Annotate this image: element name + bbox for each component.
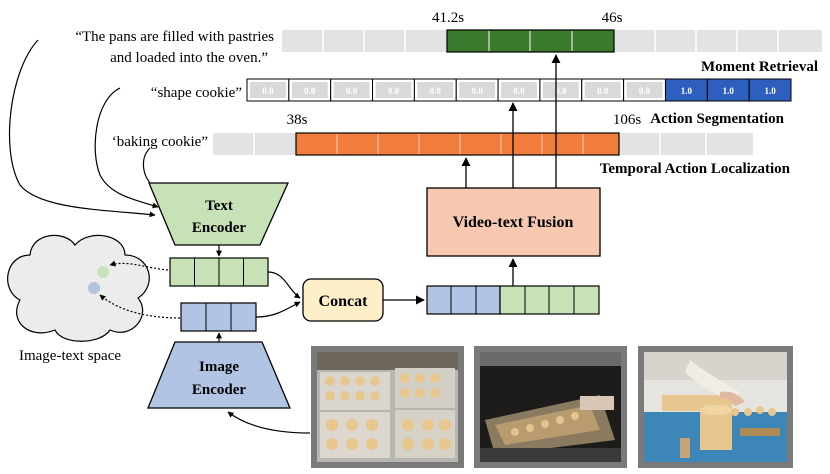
action-segmentation-track: 0.0 0.0 0.0 0.0 0.0 0.0 0.0 0.0 0.0 0.0 1.0 1.0 1.0	[246, 78, 792, 102]
concatenated-feature-vector	[426, 285, 600, 315]
image-text-space-cloud	[7, 234, 150, 342]
segmentation-cell-fill	[375, 82, 412, 98]
segmentation-cell-fill	[417, 82, 454, 98]
segmentation-query: “shape cookie”	[151, 85, 242, 101]
embedding-projection-arrows	[99, 260, 181, 319]
segmentation-cell	[748, 78, 792, 102]
segmentation-score: 0.0	[430, 86, 442, 96]
image-text-space-label: Image-text space	[19, 348, 121, 364]
segmentation-score: 0.0	[472, 86, 484, 96]
tal-label: Temporal Action Localization	[600, 161, 791, 177]
moment-start-time: 41.2s	[432, 10, 464, 26]
text-encoder-title: Text	[205, 198, 233, 214]
query-to-encoder-arrows	[8, 39, 166, 218]
segmentation-cell-fill	[626, 82, 663, 98]
fusion-label: Video-text Fusion	[453, 214, 574, 231]
segmentation-score: 0.0	[513, 86, 525, 96]
segmentation-score: 0.0	[346, 86, 358, 96]
video-frame-1	[311, 346, 464, 468]
video-frame-2	[474, 346, 627, 468]
video-frame-3	[638, 346, 793, 468]
segmentation-cell-fill	[584, 82, 621, 98]
moment-query-line2: and loaded into the oven.”	[110, 50, 268, 66]
segmentation-cell-fill	[250, 82, 286, 98]
fusion-output-arrows	[461, 54, 561, 188]
tal-query: ‘baking cookie”	[112, 134, 208, 150]
concat-label: Concat	[319, 293, 369, 310]
moment-end-time: 46s	[602, 10, 623, 26]
segmentation-cell-fill	[542, 82, 579, 98]
moment-retrieval-label: Moment Retrieval	[701, 59, 818, 75]
features-to-concat-arrows	[255, 271, 301, 318]
text-feature-vector	[169, 257, 269, 287]
segmentation-score: 1.0	[764, 86, 776, 96]
segmentation-score: 1.0	[681, 86, 693, 96]
image-encoder: Image Encoder	[147, 341, 291, 409]
segmentation-score: 0.0	[304, 86, 316, 96]
segmentation-cell-fill	[459, 82, 496, 98]
segmentation-score: 0.0	[639, 86, 651, 96]
segmentation-score: 0.0	[597, 86, 609, 96]
moment-retrieval-span	[446, 29, 615, 53]
action-segmentation-label: Action Segmentation	[650, 111, 784, 127]
frames-to-encoder-arrow	[227, 411, 311, 434]
segmentation-score: 0.0	[388, 86, 400, 96]
tal-start-time: 38s	[287, 112, 308, 128]
segmentation-cell-fill	[333, 82, 370, 98]
segmentation-score: 0.0	[555, 86, 567, 96]
segmentation-cell-fill	[501, 82, 537, 98]
segmentation-score: 0.0	[262, 86, 274, 96]
tal-span	[295, 132, 620, 156]
segmentation-cell-fill	[291, 82, 328, 98]
text-encoder: Text Encoder	[148, 182, 290, 246]
moment-query-line1: “The pans are filled with pastries	[75, 29, 274, 45]
image-encoder-title: Image	[199, 359, 239, 375]
tal-end-time: 106s	[613, 112, 642, 128]
concat-block: Concat	[302, 278, 384, 322]
segmentation-score: 1.0	[723, 86, 735, 96]
text-encoder-subtitle: Encoder	[192, 220, 247, 236]
image-feature-vector	[180, 302, 257, 332]
image-encoder-subtitle: Encoder	[192, 382, 247, 398]
video-text-fusion-block: Video-text Fusion	[426, 187, 601, 257]
